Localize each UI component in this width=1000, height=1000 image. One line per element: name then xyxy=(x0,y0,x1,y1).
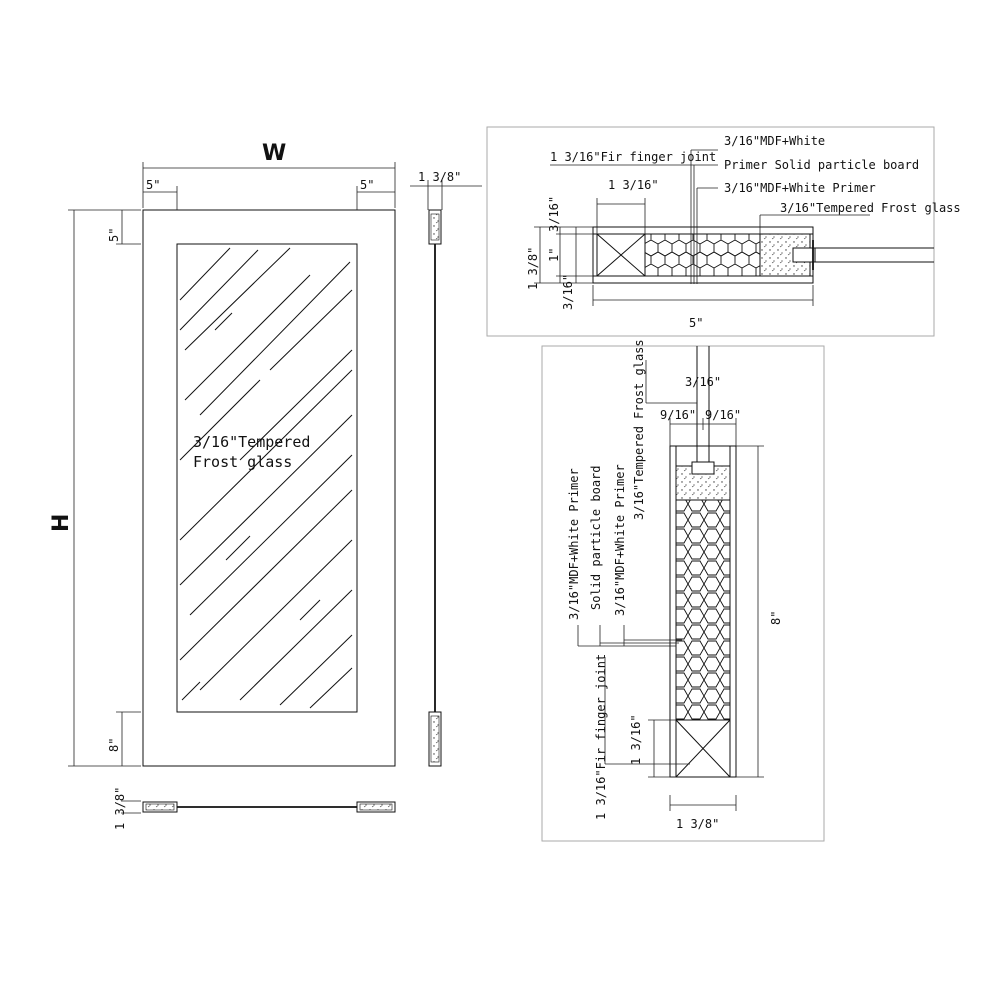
vs-height-dim: 8" xyxy=(769,611,783,625)
vs-mdf-primer-a: 3/16"MDF+White Primer xyxy=(567,468,581,620)
horizontal-section: 3/16"MDF+White Primer Solid particle boa… xyxy=(486,126,961,337)
vs-fir-joint-label: 1 3/16"Fir finger joint xyxy=(594,654,608,820)
glass-label-line2: Frost glass xyxy=(193,453,292,471)
vs-right-gap: 9/16" xyxy=(705,408,741,422)
vs-fir-dim: 1 3/16" xyxy=(629,714,643,765)
bottom-right-stile xyxy=(356,801,396,813)
vs-thickness-dim: 1 3/8" xyxy=(676,817,719,831)
hs-width-dim: 5" xyxy=(689,316,703,330)
vs-glass-label: 3/16"Tempered Frost glass xyxy=(632,339,646,520)
glass-label-line1: 3/16"Tempered xyxy=(193,433,310,451)
hs-mdf-primer-label: 3/16"MDF+White Primer xyxy=(724,181,876,195)
width-label: W xyxy=(262,141,286,166)
bottom-rail-dim: 8" xyxy=(107,738,121,752)
door-outline xyxy=(142,209,396,767)
hs-layer-bottom: 3/16" xyxy=(561,274,575,310)
vs-mdf-primer-b: 3/16"MDF+White Primer xyxy=(613,464,627,616)
hs-mdf-white-label: 3/16"MDF+White xyxy=(724,134,825,148)
vertical-section-frame xyxy=(541,345,825,842)
hs-overall-thick: 1 3/8" xyxy=(526,247,540,290)
stile-left-dim: 5" xyxy=(146,178,160,192)
rail-fir-block xyxy=(675,719,731,778)
glass-panel xyxy=(176,243,358,713)
side-thickness-dim: 1 3/8" xyxy=(418,170,461,184)
vs-glass-thick: 3/16" xyxy=(685,375,721,389)
horizontal-section-frame xyxy=(486,126,935,337)
hs-fir-dim: 1 3/16" xyxy=(608,178,659,192)
top-rail-dim: 5" xyxy=(107,228,121,242)
height-label: H xyxy=(49,514,74,532)
particle-core xyxy=(644,233,761,277)
hs-fir-joint-label: 1 3/16"Fir finger joint xyxy=(550,150,716,164)
side-bottom-rail xyxy=(428,711,442,767)
door-elevation: 3/16"Tempered Frost glass W 5" 5" H 5" 8… xyxy=(49,141,482,830)
vs-particle-label: Solid particle board xyxy=(589,466,603,611)
vs-left-gap: 9/16" xyxy=(660,408,696,422)
hs-glass-label: 3/16"Tempered Frost glass xyxy=(780,201,961,215)
bottom-thickness-dim: 1 3/8" xyxy=(113,787,127,830)
stile-right-dim: 5" xyxy=(360,178,374,192)
rail-particle-core xyxy=(675,499,731,721)
glass-hatch xyxy=(179,247,353,709)
hs-layer-top: 3/16" xyxy=(547,196,561,232)
vertical-section: 3/16" 9/16" 9/16" 3/16"Tempered Frost gl… xyxy=(541,339,825,842)
hs-layer-mid: 1" xyxy=(547,248,561,262)
hs-primer-label: Primer Solid particle board xyxy=(724,158,919,172)
